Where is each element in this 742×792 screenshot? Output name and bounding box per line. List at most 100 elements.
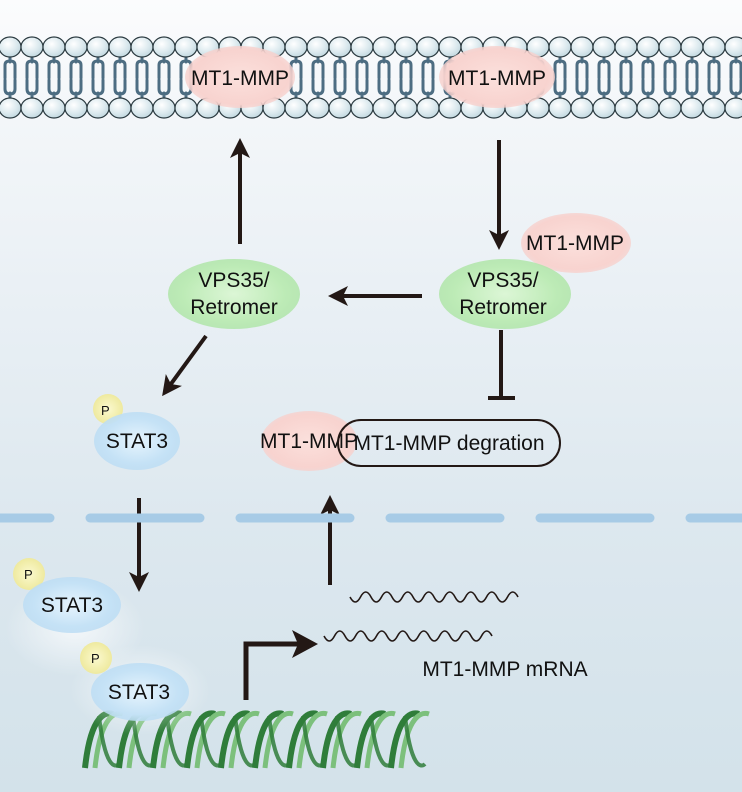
promoter-line	[243, 641, 298, 700]
lipid-head	[42, 97, 66, 119]
lipid-tail	[553, 78, 567, 102]
lipid-molecule	[570, 36, 594, 119]
lipid-tail	[25, 78, 39, 102]
mt1mmp-cytoplasm: MT1-MMP	[260, 411, 358, 471]
vps35-label: VPS35/	[467, 269, 538, 292]
lipid-tail	[25, 53, 39, 80]
retromer-label: Retromer	[190, 296, 278, 319]
lipid-head	[724, 97, 742, 119]
lipid-head	[680, 36, 704, 58]
vps35-label: VPS35/	[198, 269, 269, 292]
mt1mmp-membrane-left: MT1-MMP	[185, 46, 295, 108]
phospho-label: P	[24, 567, 33, 582]
lipid-head	[174, 36, 198, 58]
lipid-tail	[355, 78, 369, 102]
dna-strand	[364, 710, 396, 769]
lipid-tail	[135, 53, 149, 80]
lipid-molecule	[174, 36, 198, 119]
lipid-molecule	[306, 36, 330, 119]
lipid-tail	[377, 78, 391, 102]
lipid-head	[350, 36, 374, 58]
lipid-tail	[729, 53, 742, 80]
lipid-head	[636, 97, 660, 119]
lipid-molecule	[724, 36, 742, 119]
lipid-molecule	[394, 36, 418, 119]
stat3-ellipse	[91, 663, 189, 721]
lipid-tail	[355, 53, 369, 80]
lipid-tail	[399, 78, 413, 102]
phospho-label: P	[91, 651, 100, 666]
lipid-head	[0, 36, 22, 58]
lipid-molecule	[130, 36, 154, 119]
lipid-head	[394, 97, 418, 119]
dna-strand	[403, 715, 427, 768]
lipid-tail	[619, 78, 633, 102]
degradation-outline	[337, 419, 561, 467]
lipid-head	[20, 97, 44, 119]
lipid-tail	[575, 78, 589, 102]
lipid-molecule	[64, 36, 88, 119]
lipid-head	[174, 97, 198, 119]
dna-strand	[330, 710, 362, 769]
lipid-head	[86, 36, 110, 58]
vps35-retromer-left: VPS35/ Retromer	[168, 259, 300, 329]
lipid-tail	[575, 53, 589, 80]
lipid-head	[570, 97, 594, 119]
lipid-molecule	[372, 36, 396, 119]
stat3-label: STAT3	[106, 430, 168, 453]
stat3-nuclear-2: P STAT3	[70, 642, 210, 735]
retromer-label: Retromer	[459, 296, 547, 319]
arrow-vps35-to-stat3	[162, 334, 208, 397]
lipid-head	[152, 97, 176, 119]
degradation-box: MT1-MMP degration	[337, 419, 561, 467]
lipid-molecule	[350, 36, 374, 119]
lipid-head	[724, 36, 742, 58]
lipid-head	[64, 36, 88, 58]
lipid-tail	[333, 53, 347, 80]
lipid-tail	[3, 53, 17, 80]
lipid-head	[284, 36, 308, 58]
lipid-head	[328, 97, 352, 119]
lipid-tail	[597, 78, 611, 102]
lipid-tail	[91, 78, 105, 102]
mt1mmp-label: MT1-MMP	[526, 232, 624, 255]
lipid-molecule	[328, 36, 352, 119]
lipid-head	[284, 97, 308, 119]
lipid-head	[416, 36, 440, 58]
dna-strand	[262, 710, 294, 769]
dna-strand	[398, 710, 430, 769]
stat3-label: STAT3	[41, 594, 103, 617]
lipid-tail	[157, 78, 171, 102]
lipid-tail	[707, 78, 721, 102]
lipid-head	[328, 36, 352, 58]
degradation-label: MT1-MMP degration	[353, 432, 544, 455]
lipid-tail	[553, 53, 567, 80]
phospho-label: P	[101, 403, 110, 418]
lipid-tail	[641, 78, 655, 102]
lipid-molecule	[20, 36, 44, 119]
lipid-molecule	[592, 36, 616, 119]
lipid-tail	[399, 53, 413, 80]
dna-strand	[296, 710, 328, 769]
vps35-retromer-right: VPS35/ Retromer	[439, 259, 571, 329]
lipid-head	[658, 97, 682, 119]
lipid-tail	[377, 53, 391, 80]
mt1mmp-label: MT1-MMP	[448, 67, 546, 90]
lipid-head	[108, 97, 132, 119]
lipid-tail	[707, 53, 721, 80]
promoter-arrowhead	[292, 630, 318, 658]
lipid-molecule	[636, 36, 660, 119]
mrna-label: MT1-MMP mRNA	[422, 658, 587, 681]
mt1mmp-bound: MT1-MMP	[521, 213, 631, 273]
protein-ellipse	[185, 46, 295, 108]
lipid-molecule	[108, 36, 132, 119]
stat3-ellipse	[23, 577, 121, 633]
lipid-molecule	[152, 36, 176, 119]
mrna-strand	[323, 630, 493, 642]
protein-ellipse	[261, 411, 357, 471]
lipid-tail	[91, 53, 105, 80]
lipid-tail	[729, 78, 742, 102]
phospho-icon	[80, 642, 112, 674]
lipid-tail	[69, 78, 83, 102]
